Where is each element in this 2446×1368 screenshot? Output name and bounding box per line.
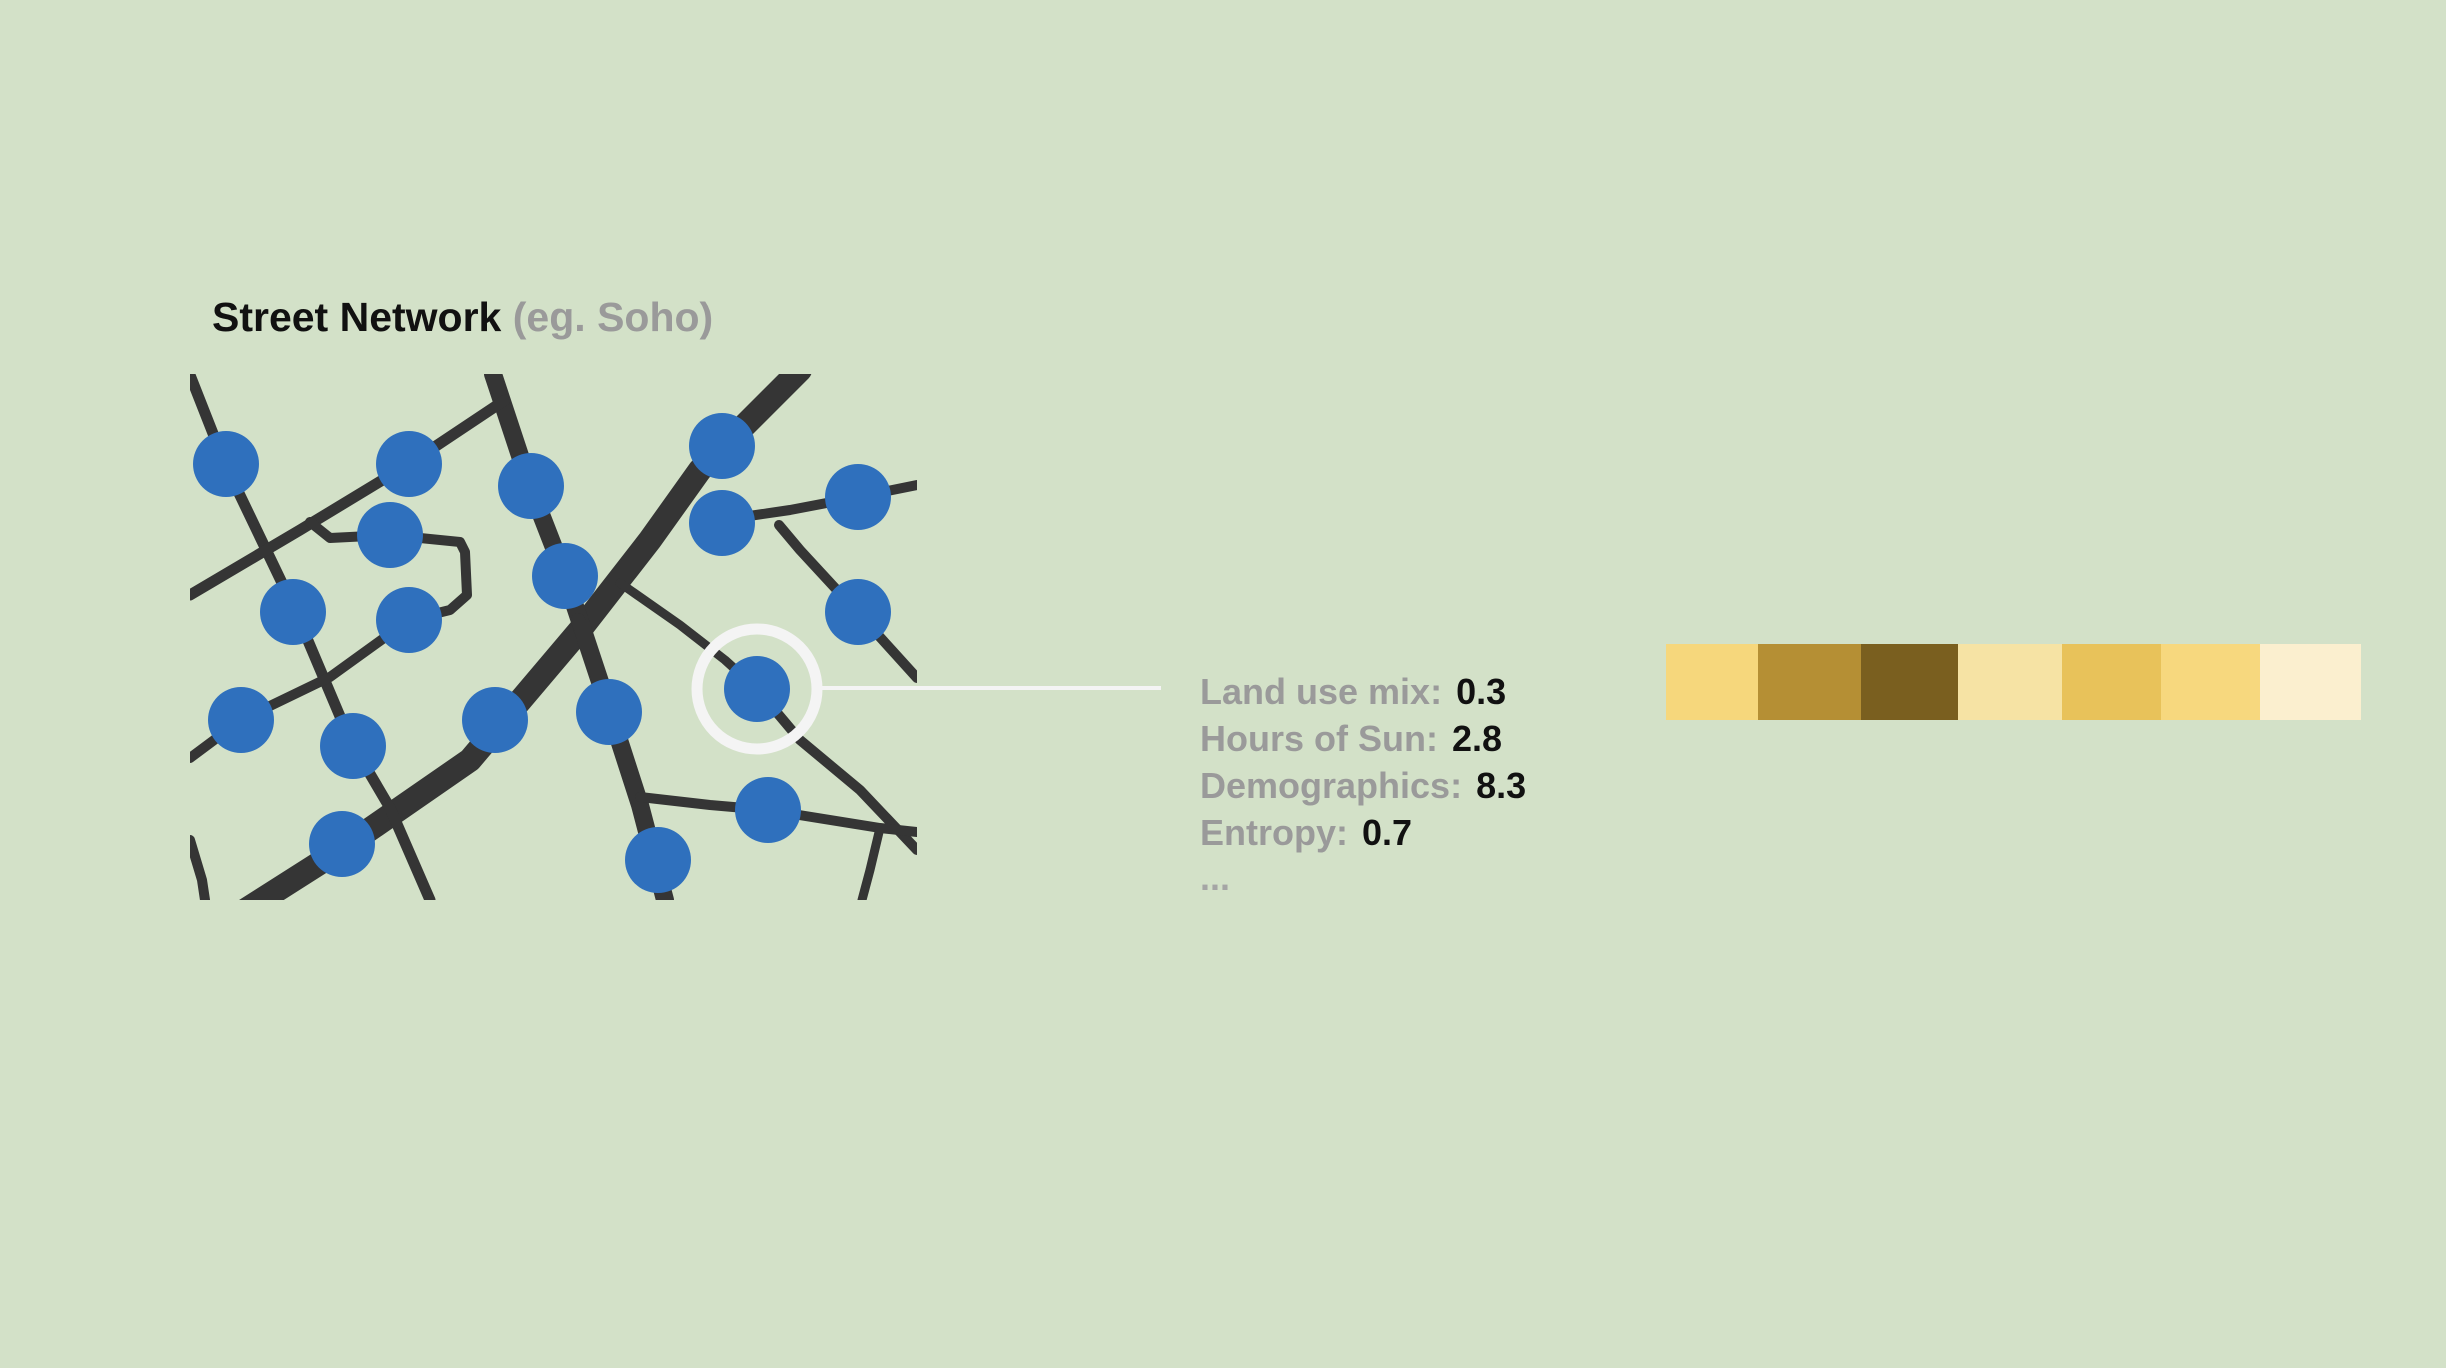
node bbox=[260, 579, 326, 645]
node-features: Land use mix: 0.3 Hours of Sun: 2.8 Demogr… bbox=[1200, 668, 1526, 900]
feature-swatch bbox=[2062, 644, 2161, 720]
node bbox=[498, 453, 564, 519]
highlight-ring bbox=[691, 623, 823, 755]
node bbox=[735, 777, 801, 843]
streets bbox=[190, 374, 917, 900]
node bbox=[376, 431, 442, 497]
node bbox=[625, 827, 691, 893]
feature-swatch bbox=[2260, 644, 2361, 720]
node bbox=[193, 431, 259, 497]
feature-value: 8.3 bbox=[1476, 765, 1527, 806]
title-main: Street Network bbox=[212, 294, 502, 340]
node bbox=[532, 543, 598, 609]
node bbox=[376, 587, 442, 653]
feature-label: Hours of Sun: bbox=[1200, 718, 1438, 759]
node bbox=[320, 713, 386, 779]
feature-swatch bbox=[1958, 644, 2062, 720]
street-upper-left bbox=[190, 394, 511, 601]
feature-label: Demographics: bbox=[1200, 765, 1463, 806]
feature-value: 2.8 bbox=[1451, 718, 1503, 759]
feature-hours-of-sun: Hours of Sun: 2.8 bbox=[1200, 715, 1526, 762]
street-southeast bbox=[752, 684, 917, 855]
street-network-map bbox=[190, 374, 917, 900]
title-subtitle: (eg. Soho) bbox=[512, 294, 714, 340]
node bbox=[462, 687, 528, 753]
feature-swatch bbox=[1861, 644, 1958, 720]
feature-vector-bar bbox=[1666, 644, 2361, 720]
feature-label: Entropy: bbox=[1200, 812, 1348, 853]
feature-swatch bbox=[1758, 644, 1861, 720]
feature-swatch bbox=[2161, 644, 2260, 720]
more-features-ellipsis: ... bbox=[1200, 857, 1231, 898]
node bbox=[825, 464, 891, 530]
street-loop bbox=[305, 517, 472, 625]
node bbox=[357, 502, 423, 568]
node bbox=[576, 679, 642, 745]
feature-value: 0.7 bbox=[1362, 812, 1413, 853]
feature-demographics: Demographics: 8.3 bbox=[1200, 762, 1526, 809]
street-far-right bbox=[857, 823, 885, 900]
node bbox=[208, 687, 274, 753]
node bbox=[689, 413, 755, 479]
feature-entropy: Entropy: 0.7 bbox=[1200, 809, 1526, 856]
node bbox=[825, 579, 891, 645]
feature-swatch bbox=[1666, 644, 1758, 720]
intersection-nodes bbox=[193, 413, 891, 893]
street-far-left bbox=[190, 835, 210, 900]
highlighted-node bbox=[724, 656, 790, 722]
street-east-curve bbox=[774, 520, 917, 683]
node bbox=[309, 811, 375, 877]
diagram-title: Street Network (eg. Soho) bbox=[212, 297, 713, 338]
node bbox=[689, 490, 755, 556]
feature-land-use-mix: Land use mix: 0.3 bbox=[1200, 668, 1526, 715]
feature-label: Land use mix: bbox=[1200, 671, 1443, 712]
feature-value: 0.3 bbox=[1456, 671, 1507, 712]
